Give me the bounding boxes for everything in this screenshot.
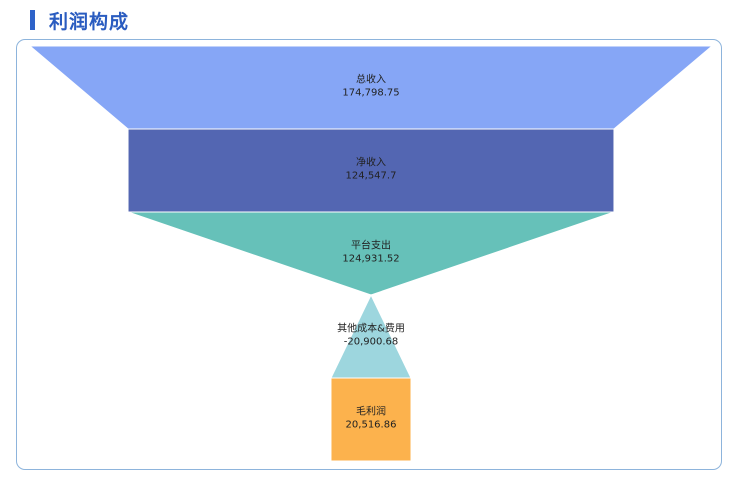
page-title: 利润构成 [49, 10, 130, 33]
funnel-stage-name: 毛利润 [356, 405, 386, 418]
funnel-stage-value: 124,547.7 [346, 171, 397, 182]
chart-panel [16, 39, 722, 470]
funnel-stage-value: 20,516.86 [346, 420, 397, 431]
funnel-segment-5[interactable] [330, 377, 412, 462]
section-header: 利润构成 [30, 8, 130, 33]
funnel-stage-value: 174,798.75 [342, 88, 399, 99]
funnel-stage-value: 124,931.52 [342, 254, 399, 265]
funnel-stage-name: 净收入 [356, 156, 386, 169]
funnel-stage-name: 总收入 [356, 73, 386, 86]
header-accent-bar [30, 10, 35, 30]
funnel-stage-value: -20,900.68 [344, 337, 399, 348]
funnel-stage-name: 其他成本&费用 [337, 322, 405, 335]
funnel-segment-3[interactable] [127, 211, 615, 296]
funnel-stage-name: 平台支出 [351, 239, 391, 252]
